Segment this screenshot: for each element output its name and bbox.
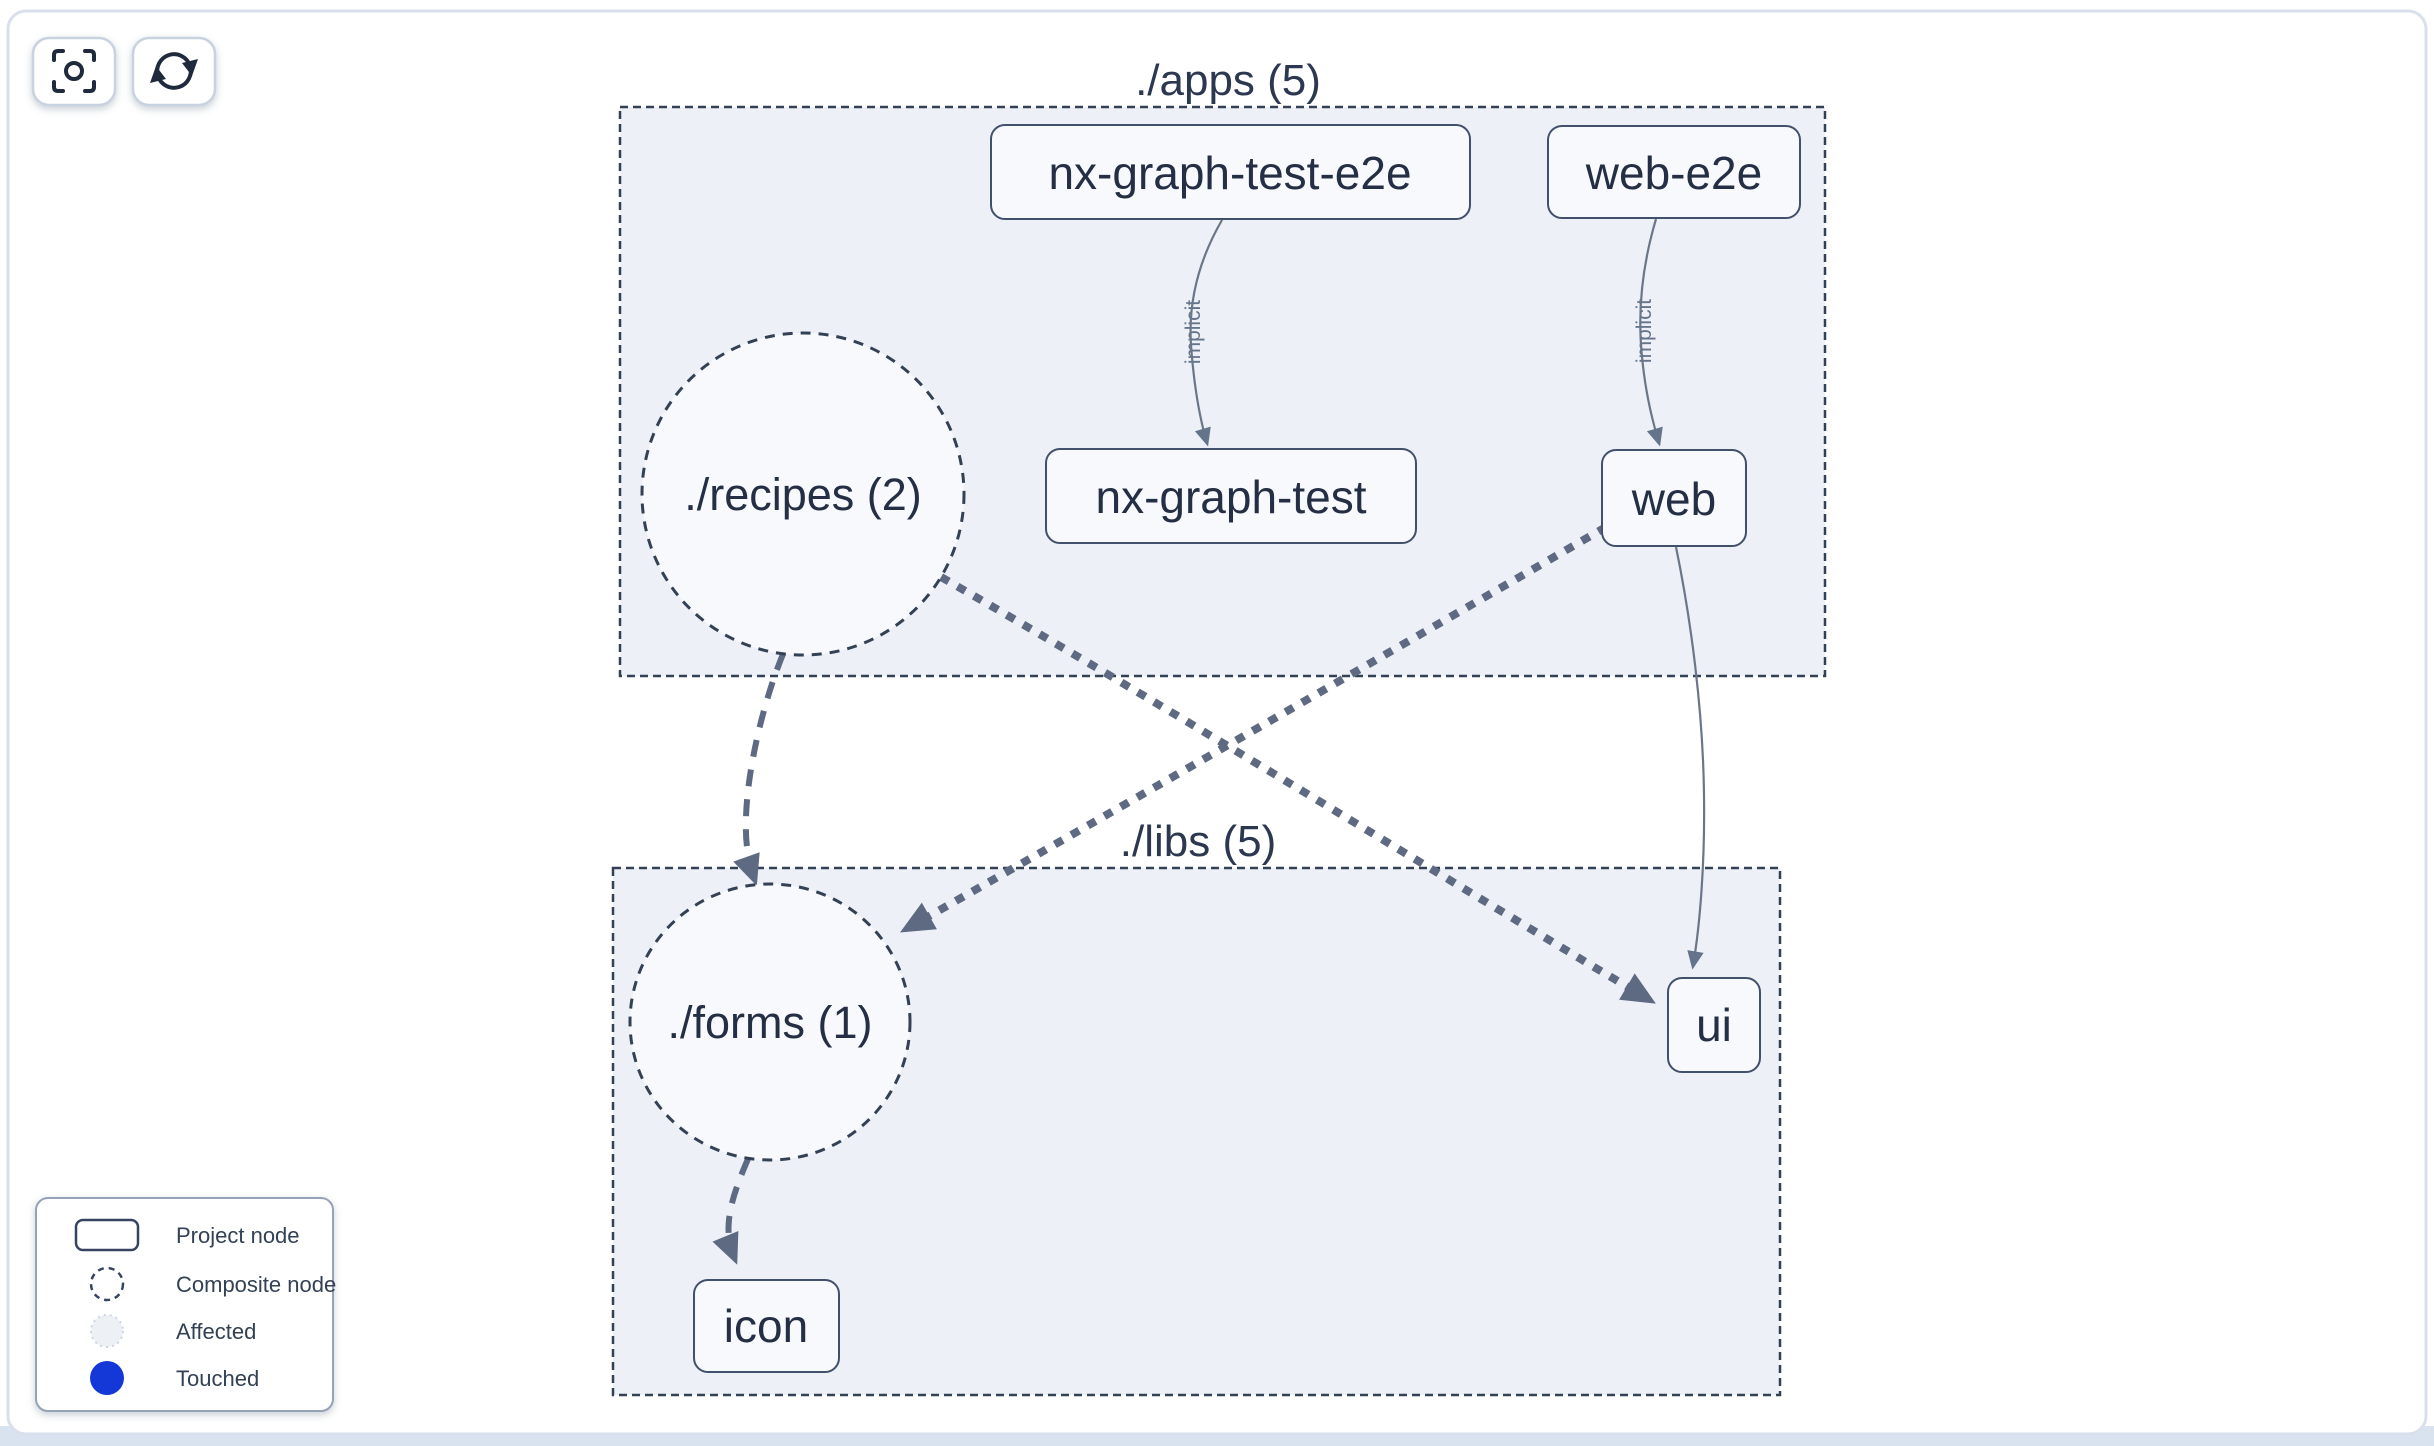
edge-label-implicit-1: implicit	[1182, 300, 1205, 364]
legend: Project node Composite node Affected Tou…	[35, 1197, 336, 1412]
affected-swatch-icon	[90, 1314, 124, 1348]
touched-swatch-icon	[90, 1361, 124, 1395]
cluster-libs-title: ./libs (5)	[1120, 817, 1276, 866]
composite-node-recipes[interactable]: ./recipes (2)	[640, 331, 966, 657]
composite-node-recipes-label: ./recipes (2)	[684, 469, 922, 520]
legend-item-composite-node: Composite node	[89, 1266, 336, 1302]
composite-node-forms-label: ./forms (1)	[667, 997, 872, 1048]
edge-recipes-to-forms	[733, 652, 786, 886]
project-node-icon-box[interactable]	[693, 1279, 840, 1373]
legend-item-project-node: Project node	[74, 1218, 300, 1252]
project-node-web-e2e-label: web-e2e	[1585, 147, 1762, 199]
edge-label-implicit-2: implicit	[1633, 299, 1656, 363]
project-node-icon-label: icon	[724, 1300, 808, 1352]
legend-item-label: Composite node	[176, 1272, 336, 1297]
project-node-web-e2e-box[interactable]	[1547, 125, 1801, 219]
composite-node-recipes-circle[interactable]	[640, 331, 966, 657]
focus-button-box[interactable]	[31, 36, 117, 107]
legend-item-touched: Touched	[90, 1361, 259, 1395]
project-node-web-box[interactable]	[1601, 449, 1747, 547]
edge-web-to-ui	[1674, 546, 1706, 970]
legend-item-affected: Affected	[90, 1314, 256, 1348]
focus-icon	[52, 49, 96, 93]
edge-web-e2e-to-web	[1639, 218, 1663, 447]
refresh-button[interactable]	[131, 36, 217, 107]
project-node-web[interactable]: web	[1601, 449, 1747, 547]
project-node-web-label: web	[1631, 473, 1716, 525]
project-node-nx-graph-test-label: nx-graph-test	[1095, 471, 1366, 523]
project-node-nx-graph-test-e2e-box[interactable]	[990, 124, 1471, 220]
project-node-swatch-icon	[74, 1218, 140, 1252]
edge-forms-to-icon	[712, 1157, 751, 1265]
refresh-button-box[interactable]	[131, 36, 217, 107]
legend-item-label: Affected	[176, 1319, 256, 1344]
project-node-nx-graph-test[interactable]: nx-graph-test	[1045, 448, 1417, 544]
project-node-nx-graph-test-box[interactable]	[1045, 448, 1417, 544]
refresh-icon	[150, 52, 198, 90]
legend-item-label: Project node	[176, 1223, 300, 1248]
project-node-ui-box[interactable]	[1667, 977, 1761, 1073]
project-node-icon[interactable]: icon	[693, 1279, 840, 1373]
project-node-nx-graph-test-e2e[interactable]: nx-graph-test-e2e	[990, 124, 1471, 220]
cluster-apps-title: ./apps (5)	[1135, 56, 1321, 105]
project-node-nx-graph-test-e2e-label: nx-graph-test-e2e	[1048, 147, 1411, 199]
composite-node-swatch-icon	[89, 1266, 125, 1302]
composite-node-forms[interactable]: ./forms (1)	[628, 882, 912, 1162]
project-node-ui[interactable]: ui	[1667, 977, 1761, 1073]
focus-button[interactable]	[31, 36, 117, 107]
edge-recipes-to-ui	[939, 573, 1656, 1004]
legend-item-label: Touched	[176, 1366, 259, 1391]
project-node-ui-label: ui	[1696, 999, 1732, 1051]
project-node-web-e2e[interactable]: web-e2e	[1547, 125, 1801, 219]
edge-nx-graph-test-e2e-to-nx-graph-test	[1189, 219, 1223, 447]
composite-node-forms-circle[interactable]	[628, 882, 912, 1162]
edge-web-to-forms	[899, 523, 1609, 933]
